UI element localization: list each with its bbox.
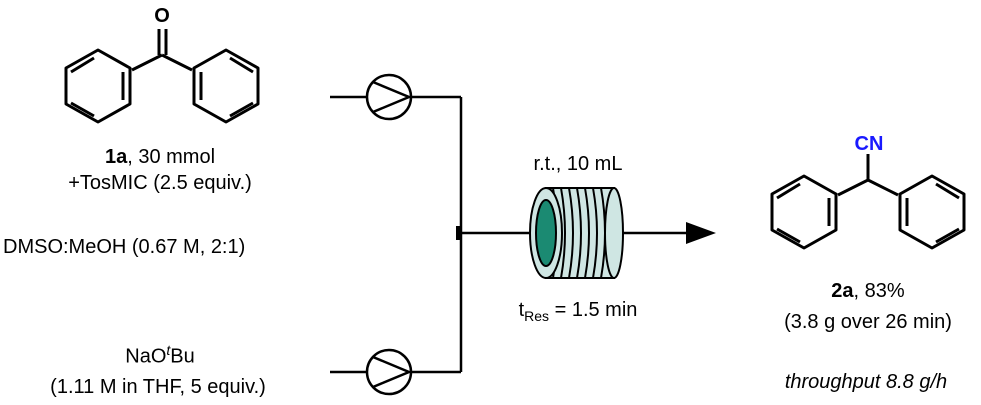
reactant-solvent: DMSO:MeOH (0.67 M, 2:1) [3,236,246,258]
pump-1-icon [365,73,413,121]
nitrile-group-label: CN [855,133,884,155]
product-yield: , 83% [853,280,905,302]
coil-reactor-icon [529,187,624,279]
flow-arrow-head [686,222,716,244]
product-compound-id: 2a [831,280,854,302]
residence-time-value: = 1.5 min [549,299,638,321]
product-compound-line: 2a, 83% [768,281,968,301]
base-details: (1.11 M in THF, 5 equiv.) [50,376,266,398]
product-throughput: throughput 8.8 g/h [784,371,948,393]
reactant-compound-line: 1a, 30 mmol [60,147,260,167]
flow-lines [330,95,688,374]
pump-2-icon [365,348,413,396]
base-name-superscript: t [166,342,171,358]
reactant-amount: , 30 mmol [127,146,216,168]
residence-time-symbol: t [518,299,525,321]
base-name-prefix: NaO [125,345,167,368]
benzophenone-structure [64,29,260,124]
product-scale: (3.8 g over 26 min) [784,311,952,333]
diphenylacetonitrile-structure [770,154,966,250]
reactant-reagent: +TosMIC (2.5 equiv.) [68,172,252,194]
reactor-conditions: r.t., 10 mL [533,153,623,175]
t-mixer [456,226,462,240]
base-name-suffix: Bu [170,345,195,368]
residence-time-subscript: Res [524,308,550,324]
carbonyl-oxygen-label: O [154,5,170,27]
base-name: NaOtBu [60,343,260,367]
residence-time: tRes = 1.5 min [478,300,678,323]
reactant-compound-id: 1a [104,146,128,168]
